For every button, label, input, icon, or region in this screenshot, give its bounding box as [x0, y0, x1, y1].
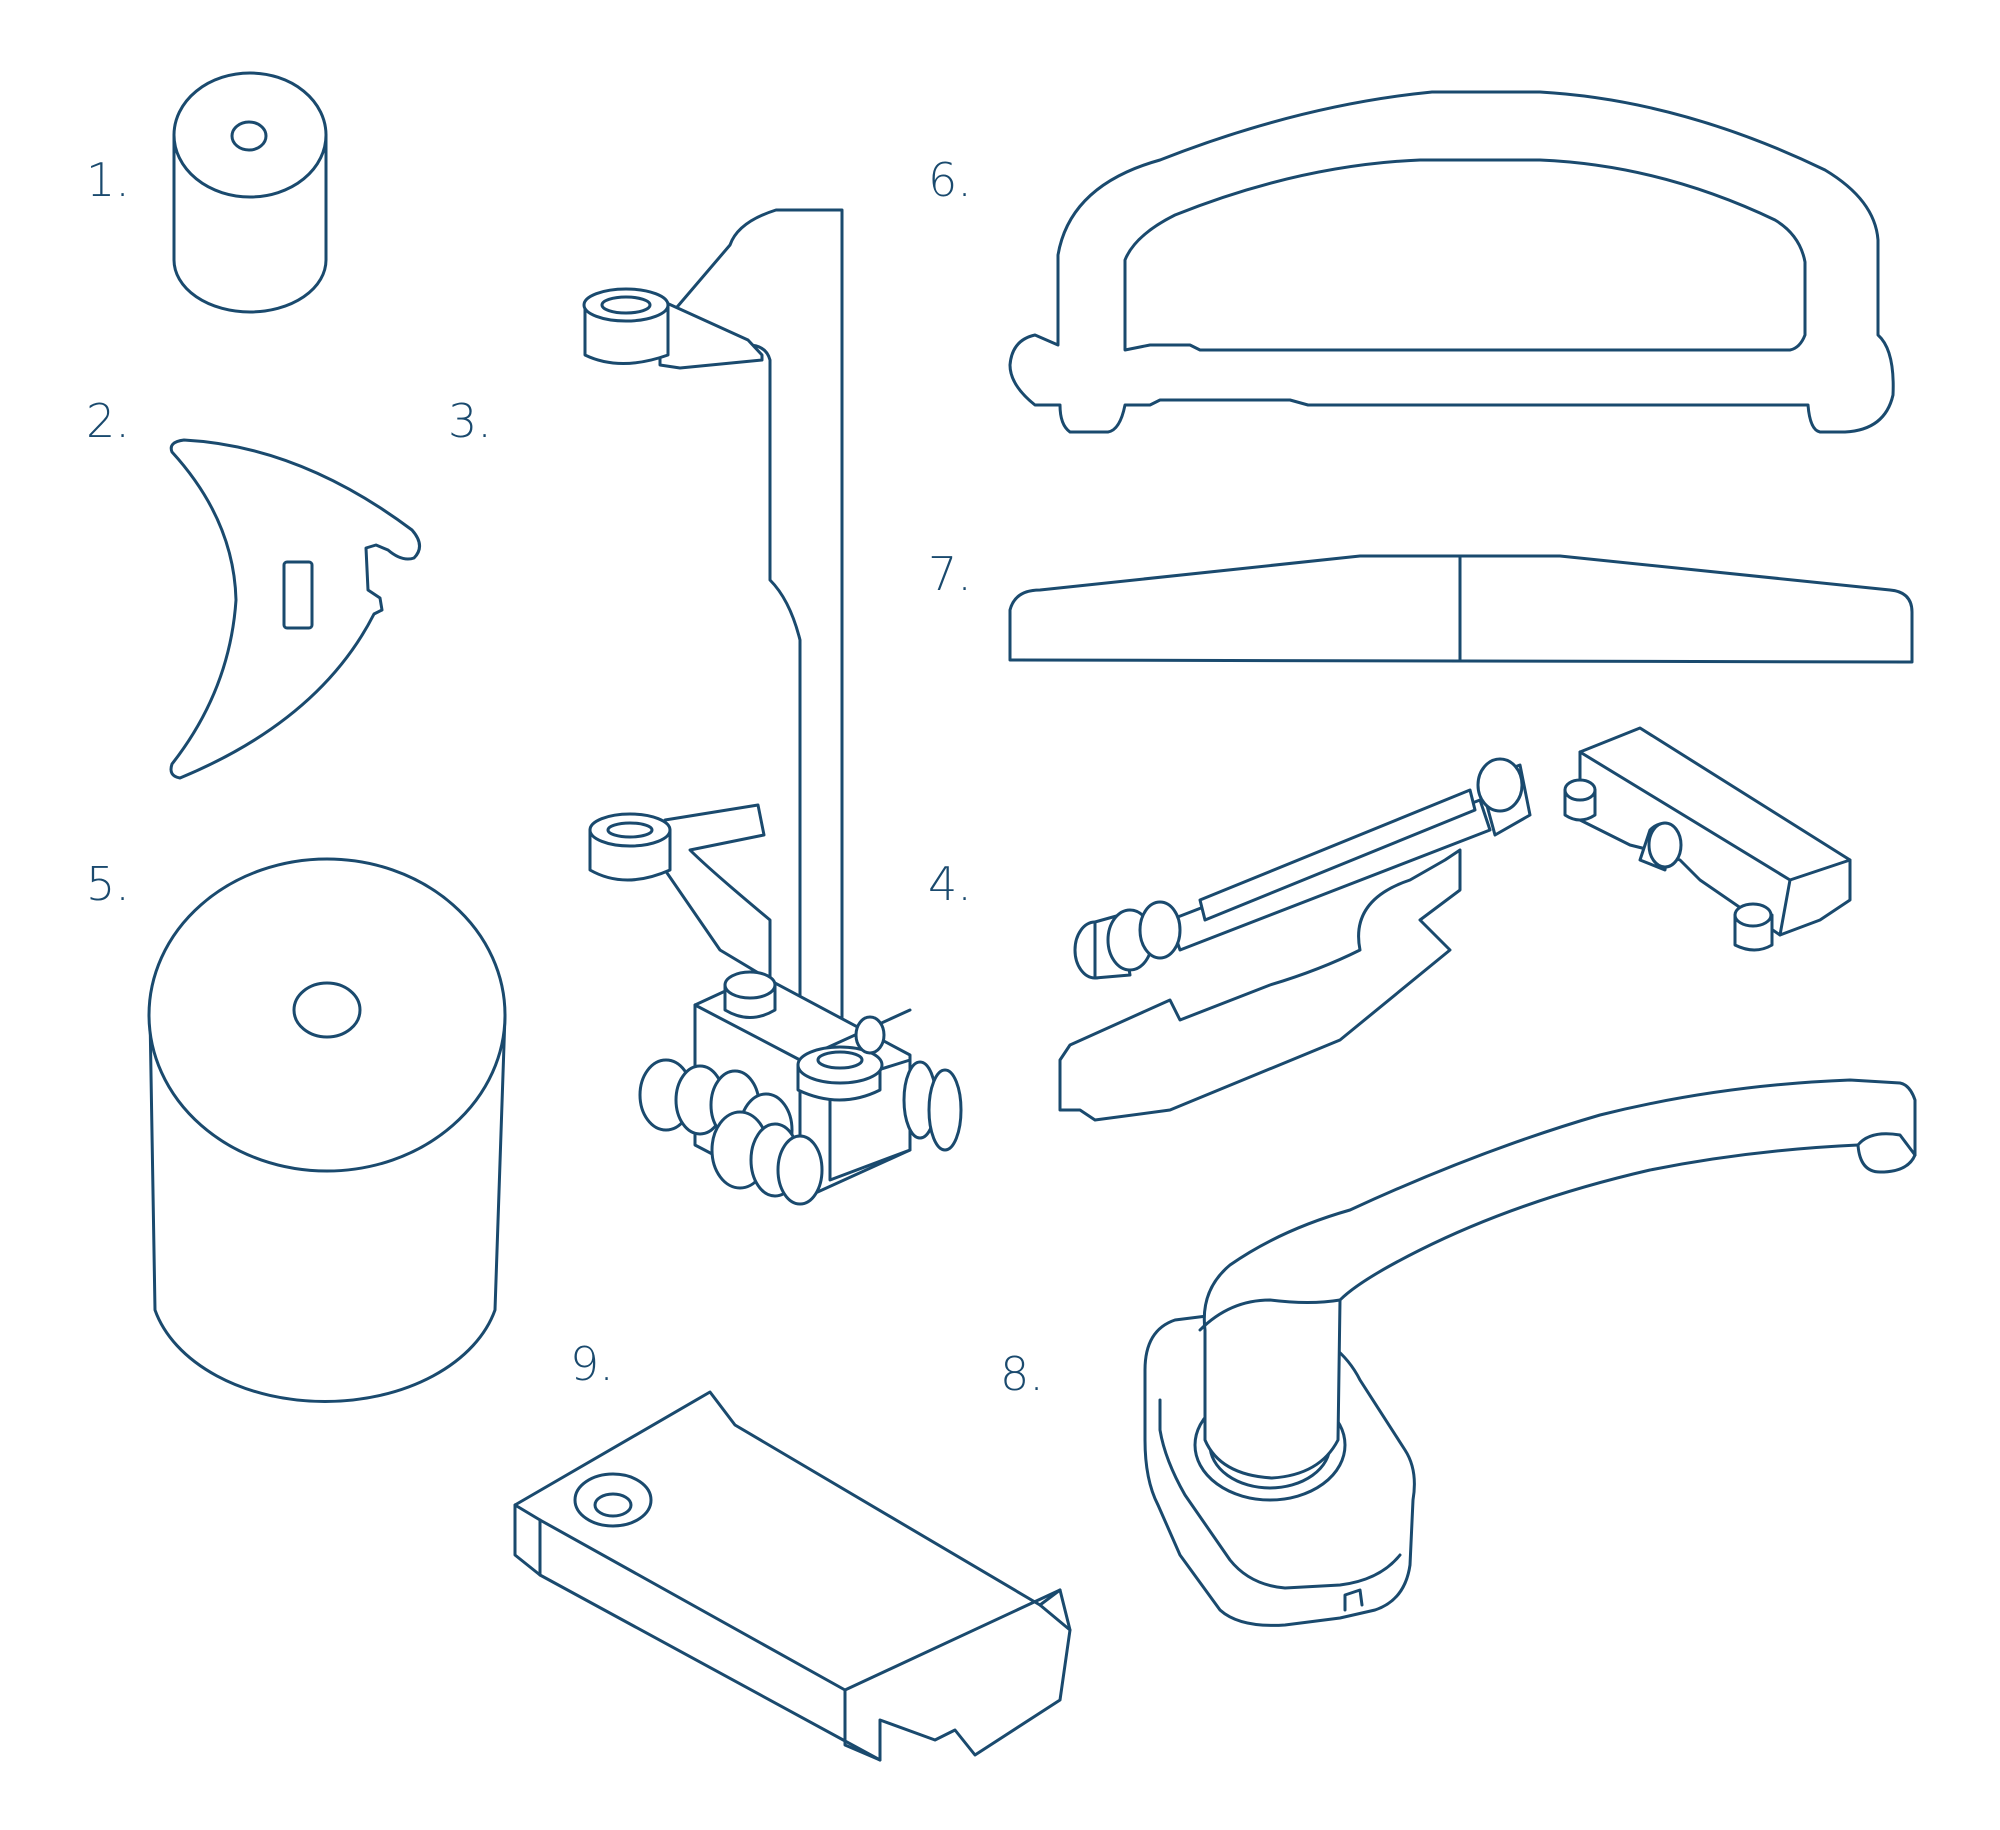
label-part-1: 1.	[86, 153, 130, 207]
label-part-6: 6.	[928, 153, 972, 207]
part-5-large-cylinder	[147, 857, 507, 1403]
part-6-arched-handle	[1008, 90, 1895, 434]
label-part-4: 4.	[928, 857, 972, 911]
label-part-5: 5.	[86, 857, 130, 911]
part-4-rod-assembly	[1058, 726, 1852, 1122]
label-part-8: 8.	[1000, 1347, 1044, 1401]
part-1-small-cylinder	[172, 71, 328, 314]
part-2-crescent-plate	[169, 438, 421, 780]
label-part-9: 9.	[570, 1337, 614, 1391]
label-part-2: 2.	[86, 394, 130, 448]
part-8-lever-handle	[1143, 1078, 1917, 1627]
part-3-arm-assembly	[582, 208, 963, 1206]
part-7-flat-bar	[1008, 554, 1914, 664]
label-part-7: 7.	[928, 547, 972, 601]
part-9-block	[513, 1390, 1072, 1762]
label-part-3: 3.	[448, 394, 492, 448]
